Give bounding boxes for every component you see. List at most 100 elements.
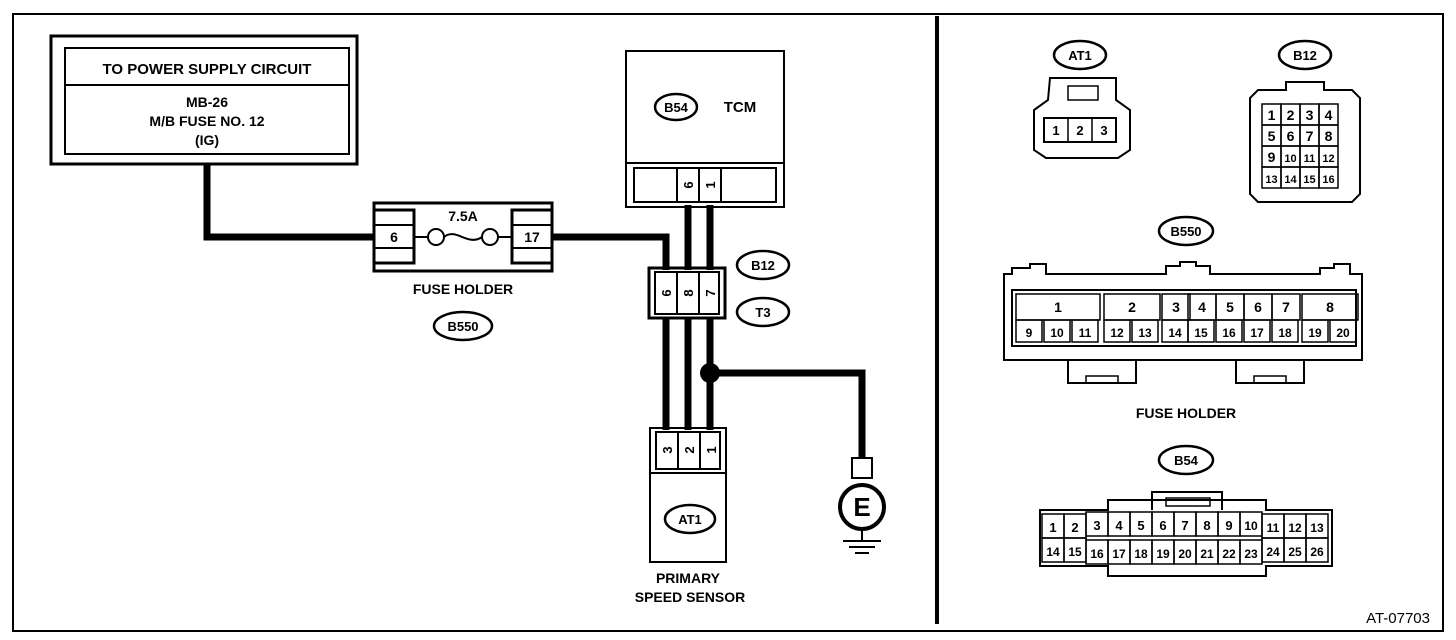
b12-pin-10: 10 xyxy=(1284,153,1296,165)
tcm-unit: B54 TCM 6 1 xyxy=(625,50,785,208)
b12-pin-4: 4 xyxy=(1325,107,1333,123)
ground-label: E xyxy=(853,492,870,522)
junction-pin-8: 8 xyxy=(681,289,696,296)
b12-pin-16: 16 xyxy=(1322,174,1334,186)
b54-pin-16: 16 xyxy=(1090,547,1104,561)
b550-view-name: B550 xyxy=(1170,224,1201,239)
b54-pin-24: 24 xyxy=(1266,545,1280,559)
tcm-label: TCM xyxy=(724,99,757,116)
b12-pin-14: 14 xyxy=(1284,174,1297,186)
b12-pin-2: 2 xyxy=(1287,107,1295,123)
b12-view-name: B12 xyxy=(1293,48,1317,63)
tcm-pin-6: 6 xyxy=(681,181,696,188)
b550-bottom-cell xyxy=(1301,319,1329,343)
b550-pin-6: 6 xyxy=(1254,299,1262,315)
b12-pin-3: 3 xyxy=(1306,107,1314,123)
at1-pin-2: 2 xyxy=(1076,123,1083,138)
figure-id: AT-07703 xyxy=(1366,610,1430,627)
b550-pin-9: 9 xyxy=(1026,326,1033,340)
b550-bottom-cell xyxy=(1271,319,1299,343)
junction-pin-7: 7 xyxy=(703,289,718,296)
b54-pin-26: 26 xyxy=(1310,545,1324,559)
power-supply-title: TO POWER SUPPLY CIRCUIT xyxy=(103,61,312,78)
b54-pin-3: 3 xyxy=(1093,518,1100,533)
b550-view-label: FUSE HOLDER xyxy=(1136,405,1236,421)
at1-pin-3: 3 xyxy=(1100,123,1107,138)
tcm-pin-1: 1 xyxy=(703,181,718,188)
b12-pin-12: 12 xyxy=(1322,153,1334,165)
sensor-pin-2: 2 xyxy=(682,446,697,453)
b54-pin-8: 8 xyxy=(1203,518,1210,533)
wire-power-to-fuse xyxy=(203,165,374,241)
b54-body-outline xyxy=(1039,499,1333,577)
power-supply-line1: MB-26 xyxy=(186,94,228,110)
b54-pin-1: 1 xyxy=(1049,520,1056,535)
fuse-pin-left: 6 xyxy=(390,229,398,245)
primary-speed-sensor: 3 2 1 AT1 xyxy=(649,427,727,563)
junction-connector-top: B12 xyxy=(751,258,775,273)
b550-bottom-cell xyxy=(1071,319,1099,343)
fuse-holder-label: FUSE HOLDER xyxy=(413,281,513,297)
wire-ground xyxy=(710,369,866,458)
b550-pin-3: 3 xyxy=(1172,299,1180,315)
ground-symbol: E xyxy=(838,457,886,554)
b550-pin-4: 4 xyxy=(1198,299,1206,315)
b550-pin-16: 16 xyxy=(1222,326,1236,340)
sensor-label-line1: PRIMARY xyxy=(656,570,721,586)
b12-oval xyxy=(735,249,791,281)
b54-pin-5: 5 xyxy=(1137,518,1144,533)
at1-view-name: AT1 xyxy=(1068,48,1092,63)
b550-pin-18: 18 xyxy=(1278,326,1292,340)
sensor-pin-3: 3 xyxy=(660,446,675,453)
sensor-connector: AT1 xyxy=(678,512,702,527)
b12-view-oval xyxy=(1277,39,1333,71)
b550-bottom-cell xyxy=(1187,319,1215,343)
b54-pin-19: 19 xyxy=(1156,547,1170,561)
b550-pin-13: 13 xyxy=(1138,326,1152,340)
b54-pin-14: 14 xyxy=(1046,545,1060,559)
b550-bottom-cell xyxy=(1043,319,1071,343)
b550-pin-20: 20 xyxy=(1336,326,1350,340)
splice-point xyxy=(700,363,720,383)
b54-pin-12: 12 xyxy=(1288,521,1302,535)
fuse-pin-right: 17 xyxy=(524,229,540,245)
b12-pin-15: 15 xyxy=(1303,174,1315,186)
b550-pin-14: 14 xyxy=(1168,326,1182,340)
b550-body-outline xyxy=(1011,289,1357,347)
at1-view-oval xyxy=(1052,39,1108,71)
junction-connector-bottom: T3 xyxy=(755,305,770,320)
b12-pin-6: 6 xyxy=(1287,128,1295,144)
b12-pin-13: 13 xyxy=(1265,174,1277,186)
b550-bottom-cell xyxy=(1243,319,1271,343)
b550-pin-19: 19 xyxy=(1308,326,1322,340)
b550-pin-17: 17 xyxy=(1250,326,1264,340)
b550-pin-15: 15 xyxy=(1194,326,1208,340)
b12-pin-1: 1 xyxy=(1268,107,1276,123)
fuse-holder-connector-oval xyxy=(432,310,494,342)
wire-fuse-to-b12 xyxy=(552,233,670,270)
b12-pin-5: 5 xyxy=(1268,128,1276,144)
b54-pin-10: 10 xyxy=(1244,519,1258,533)
b54-connector-face: 1142153164175186197208219221023112412251… xyxy=(1039,491,1333,577)
at1-connector-face: 1 2 3 xyxy=(1033,77,1131,159)
b550-pin-8: 8 xyxy=(1326,299,1334,315)
sensor-label-line2: SPEED SENSOR xyxy=(635,589,745,605)
b54-pin-22: 22 xyxy=(1222,547,1236,561)
b54-pin-17: 17 xyxy=(1112,547,1126,561)
b550-pin-2: 2 xyxy=(1128,299,1136,315)
power-supply-line2: M/B FUSE NO. 12 xyxy=(149,113,264,129)
b54-pin-4: 4 xyxy=(1115,518,1123,533)
tcm-connector: B54 xyxy=(664,100,689,115)
b54-pin-9: 9 xyxy=(1225,518,1232,533)
b54-pin-15: 15 xyxy=(1068,545,1082,559)
b550-bottom-cell xyxy=(1015,319,1043,343)
b550-pin-12: 12 xyxy=(1110,326,1124,340)
b550-bottom-cell xyxy=(1215,319,1243,343)
b54-view-oval xyxy=(1157,444,1215,476)
b54-pin-2: 2 xyxy=(1071,520,1078,535)
b12-pin-cell xyxy=(1318,166,1339,189)
fuse-holder: 6 17 7.5A xyxy=(372,201,554,273)
b54-pin-23: 23 xyxy=(1244,547,1258,561)
